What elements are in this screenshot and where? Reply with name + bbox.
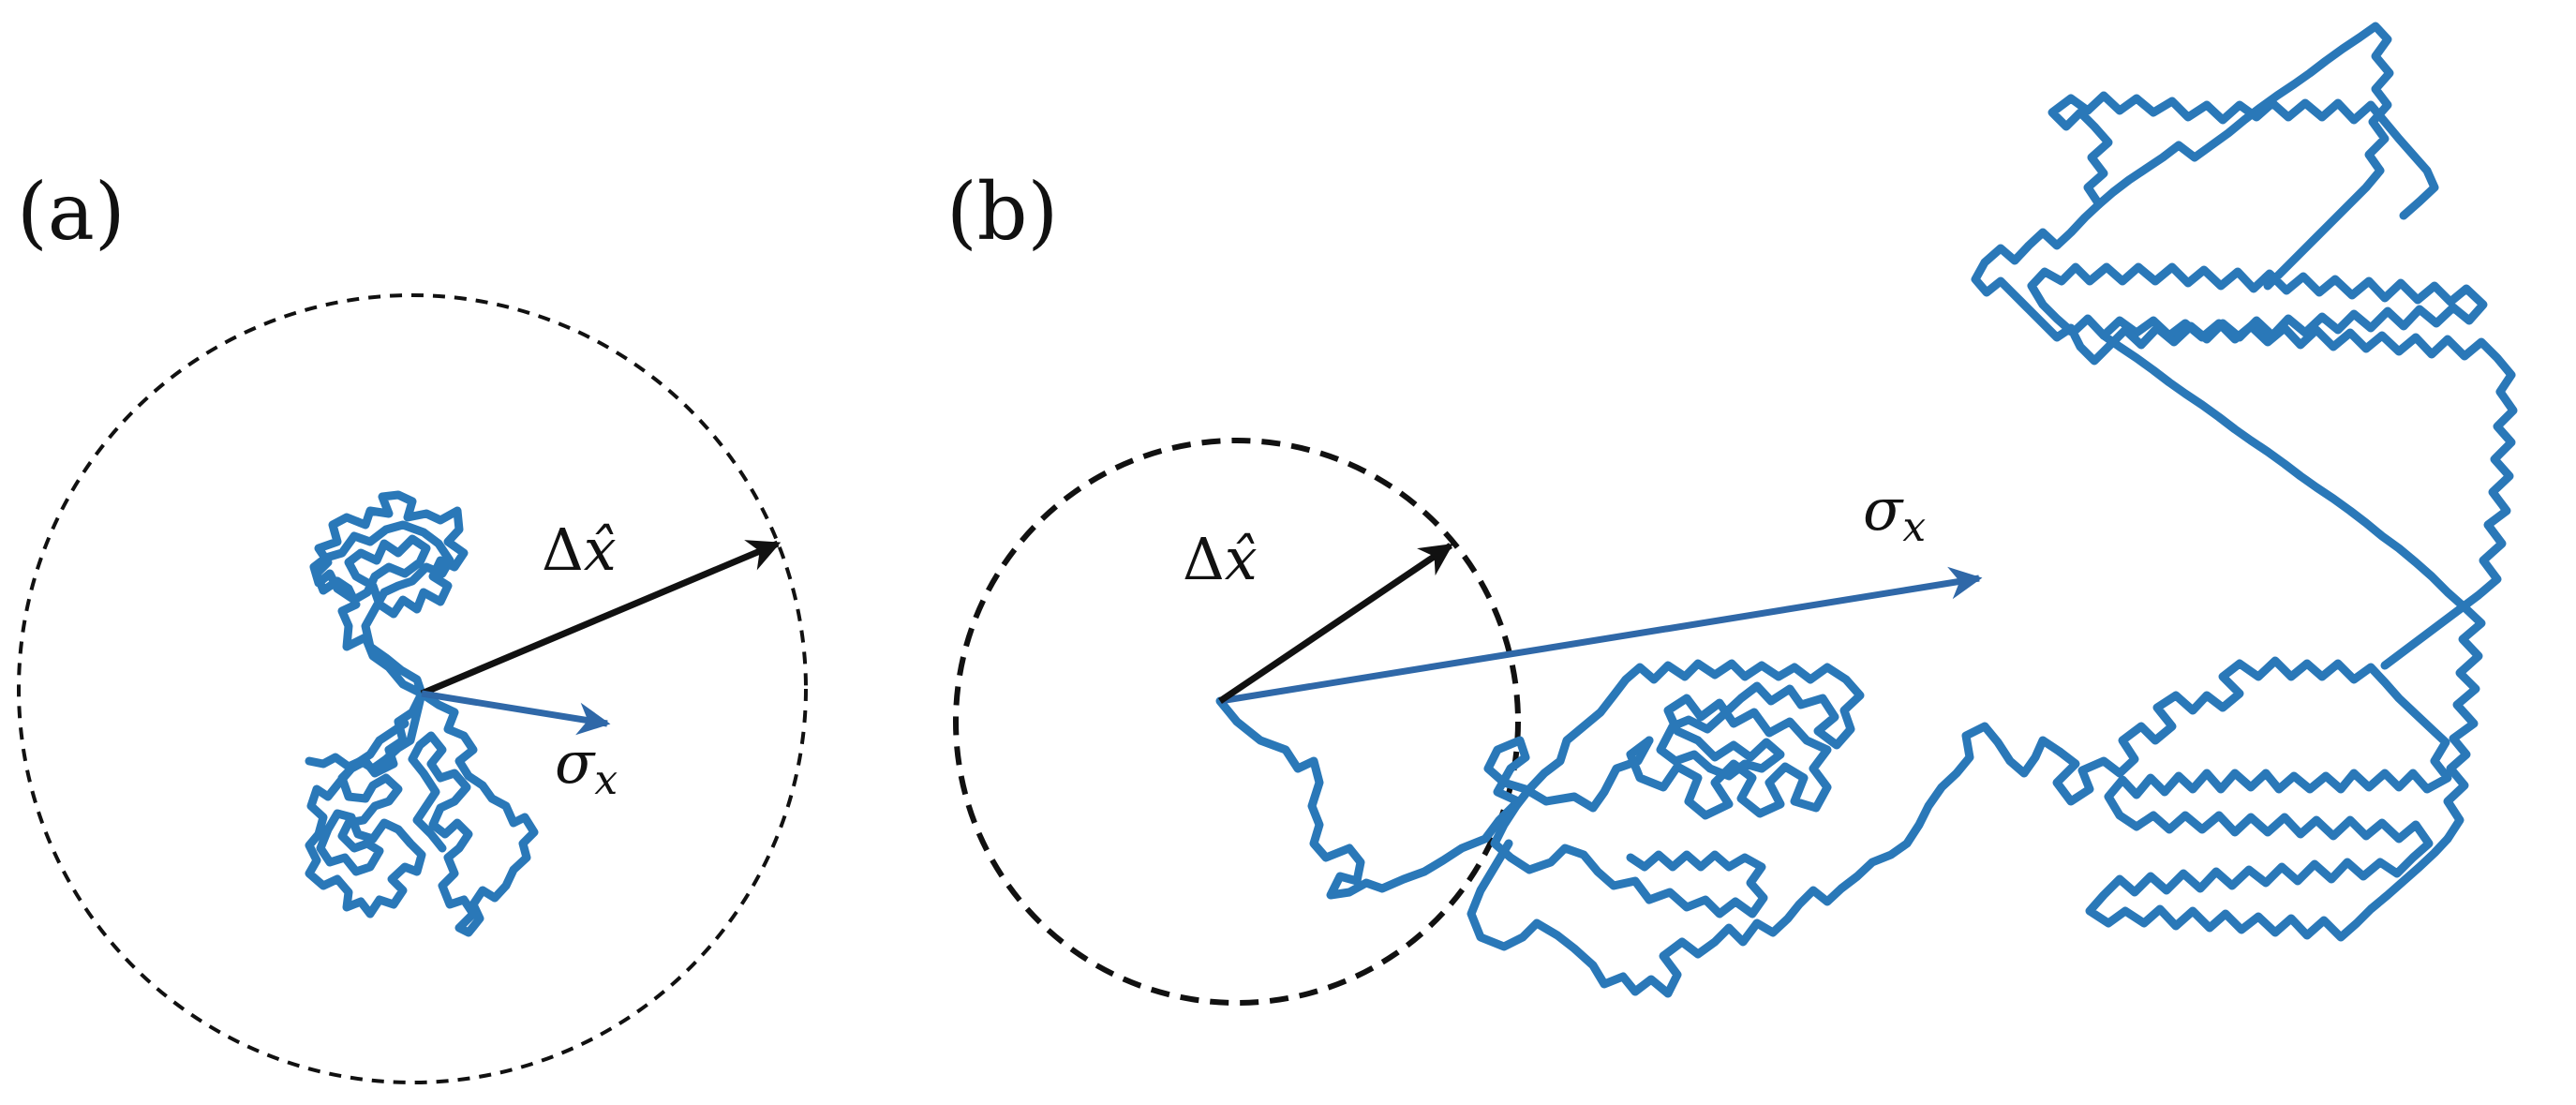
panel-a-label: (a) xyxy=(17,166,126,258)
panel-b-random-walk xyxy=(1215,22,2518,998)
panel-a-dashed-circle xyxy=(17,293,808,1084)
panel-a-delta-label: Δx̂ xyxy=(542,515,617,584)
panel-b-delta-arrow xyxy=(1218,543,1453,704)
panel-b-walk-start xyxy=(1215,696,1654,900)
panel-b-sigma-arrow xyxy=(1219,566,1983,705)
panel-b-walk-top-cluster xyxy=(1971,22,2488,366)
panel-a-sigma-label: σx xyxy=(555,728,618,804)
panel-a-walk-cluster-right xyxy=(408,689,539,937)
panel-a-delta-arrow xyxy=(420,540,782,697)
panel-b-walk-right-lower-cluster xyxy=(2052,656,2452,942)
panel-b-sigma-label: σx xyxy=(1863,475,1926,551)
panel-a-walk-start xyxy=(305,689,426,773)
panel-b-walk-lower-loop xyxy=(1467,722,2064,998)
panel-a-walk-cluster-top xyxy=(309,490,469,698)
panel-a-random-walk xyxy=(305,490,539,937)
panel-a: (a) Δx̂ σx xyxy=(17,166,808,1084)
panel-b-walk-top-arm xyxy=(2047,91,2439,220)
panel-a-sigma-arrow xyxy=(421,690,611,736)
panel-b-walk-middle-cluster xyxy=(1490,659,1865,918)
panel-b-label: (b) xyxy=(946,166,1058,258)
panel-b-dashed-circle xyxy=(953,438,1521,1006)
panel-b: (b) Δx̂ σx xyxy=(946,22,2518,1006)
panel-a-walk-cluster-left xyxy=(305,689,426,918)
panel-b-walk-right-mid-cluster xyxy=(2099,316,2518,844)
panel-b-delta-label: Δx̂ xyxy=(1183,525,1258,593)
